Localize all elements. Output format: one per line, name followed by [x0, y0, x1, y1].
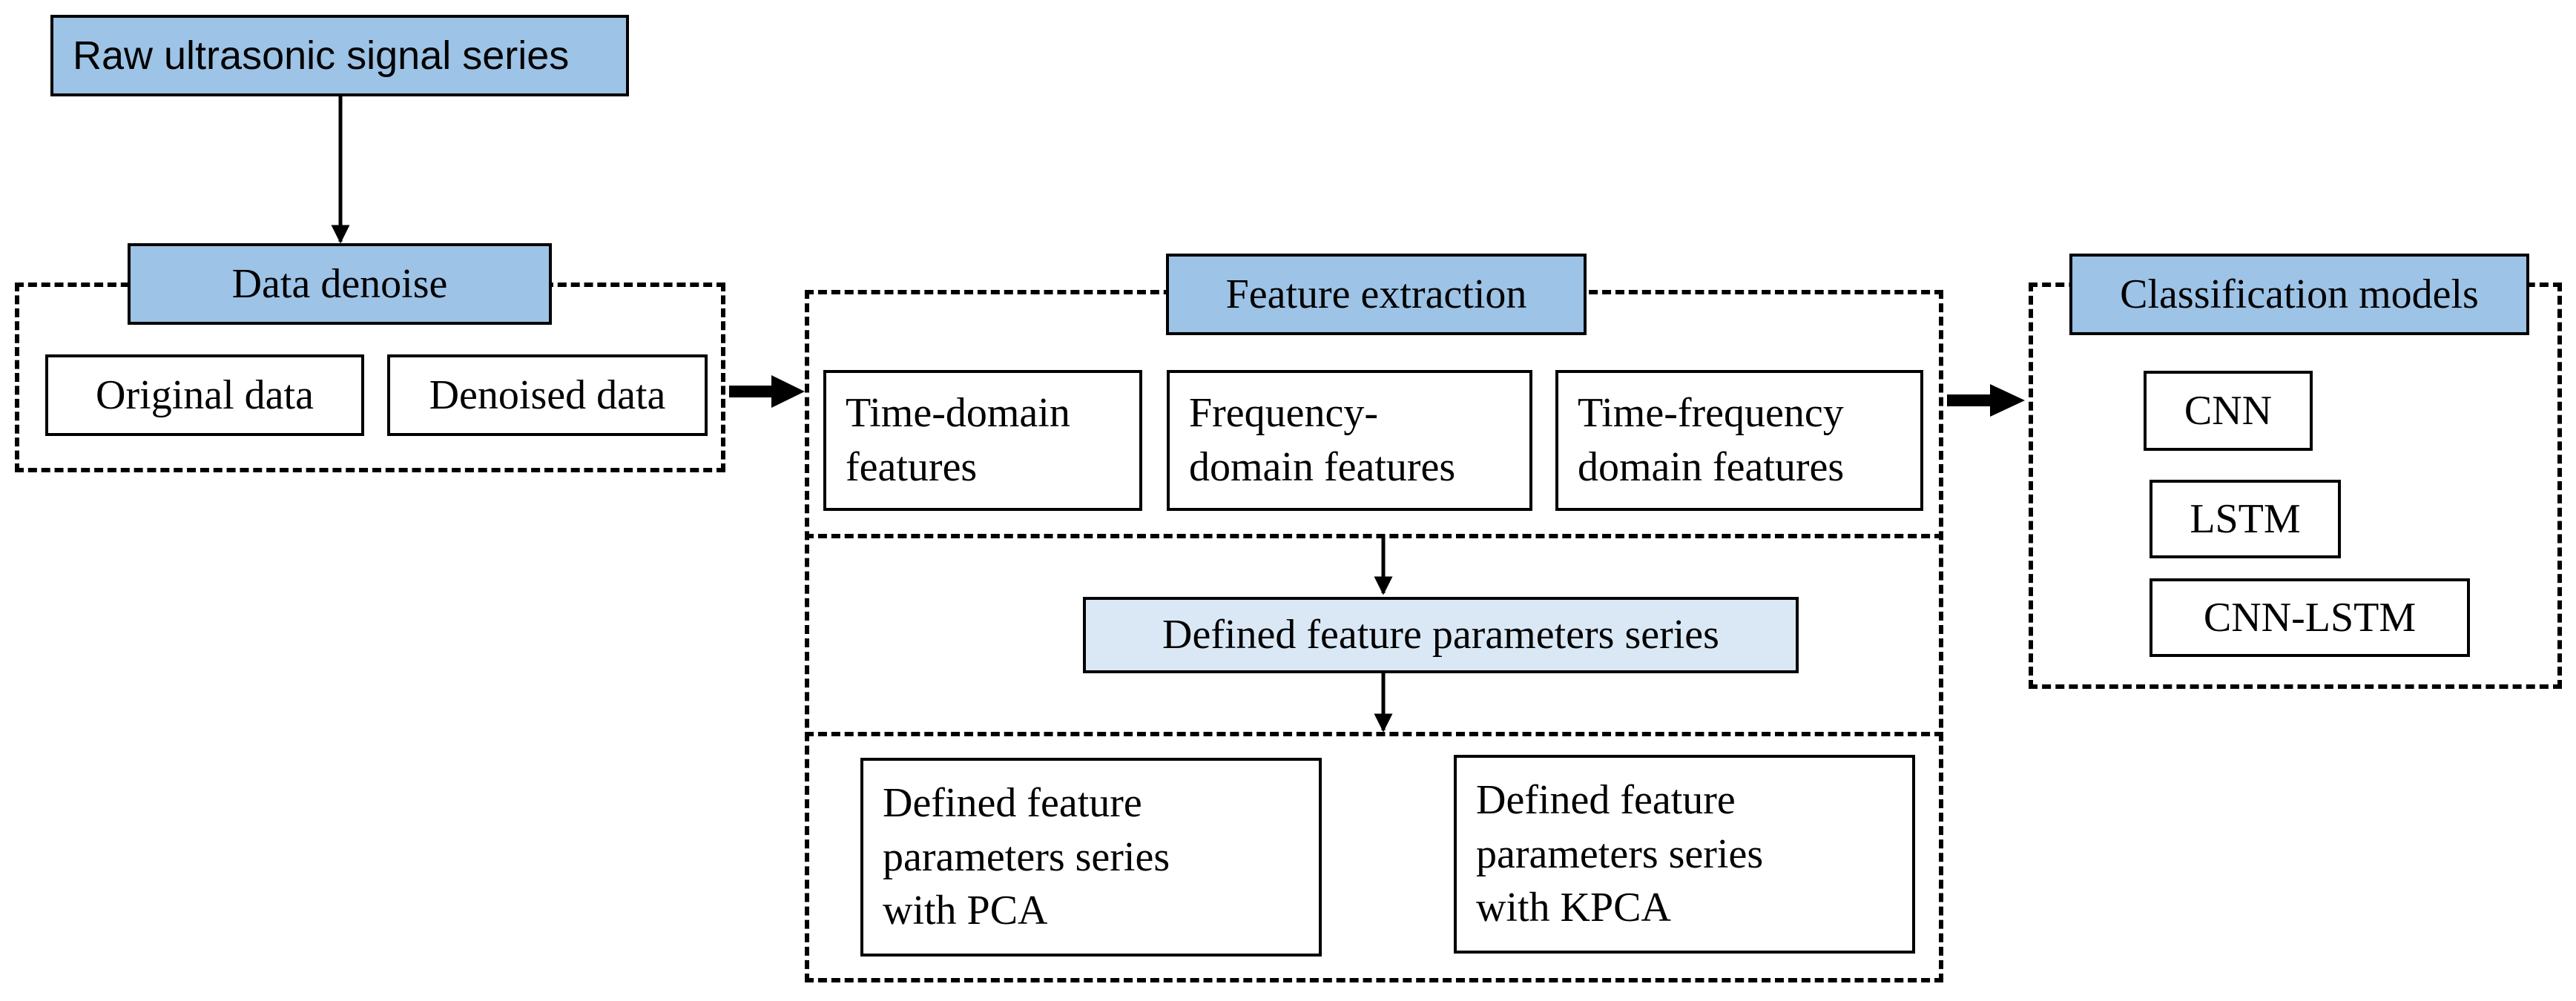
raw-signal-box: Raw ultrasonic signal series [50, 15, 629, 96]
raw-signal-label: Raw ultrasonic signal series [73, 33, 570, 78]
time-frequency-domain-label: Time-frequency domain features [1578, 390, 1845, 490]
pca-series-box: Defined feature parameters series with P… [860, 758, 1322, 957]
lstm-label: LSTM [2190, 495, 2301, 542]
original-data-label: Original data [96, 371, 314, 418]
time-domain-label: Time-domain features [846, 390, 1070, 490]
original-data-box: Original data [45, 354, 364, 436]
cnn-label: CNN [2184, 387, 2273, 434]
feature-divider-bottom [805, 732, 1943, 736]
classification-header: Classification models [2069, 254, 2529, 335]
denoise-header: Data denoise [128, 243, 552, 325]
arrow-features-to-classification [1947, 384, 2025, 417]
defined-series-box: Defined feature parameters series [1083, 597, 1799, 673]
classification-header-label: Classification models [2120, 271, 2479, 317]
kpca-series-label: Defined feature parameters series with K… [1476, 776, 1764, 931]
denoised-data-box: Denoised data [387, 354, 708, 436]
time-domain-box: Time-domain features [823, 370, 1142, 511]
time-frequency-domain-box: Time-frequency domain features [1555, 370, 1923, 511]
cnn-box: CNN [2144, 371, 2313, 451]
feature-divider-top [805, 534, 1943, 538]
denoised-data-label: Denoised data [429, 371, 666, 418]
kpca-series-box: Defined feature parameters series with K… [1454, 755, 1915, 954]
lstm-box: LSTM [2150, 480, 2341, 558]
denoise-header-label: Data denoise [231, 260, 448, 307]
pca-series-label: Defined feature parameters series with P… [883, 779, 1170, 934]
frequency-domain-label: Frequency- domain features [1189, 390, 1456, 490]
feature-extraction-header-label: Feature extraction [1225, 271, 1527, 317]
feature-extraction-header: Feature extraction [1166, 254, 1587, 335]
defined-series-label: Defined feature parameters series [1162, 612, 1719, 658]
cnn-lstm-box: CNN-LSTM [2150, 578, 2470, 657]
arrow-denoise-to-features [729, 375, 805, 408]
frequency-domain-box: Frequency- domain features [1167, 370, 1532, 511]
cnn-lstm-label: CNN-LSTM [2203, 594, 2417, 641]
